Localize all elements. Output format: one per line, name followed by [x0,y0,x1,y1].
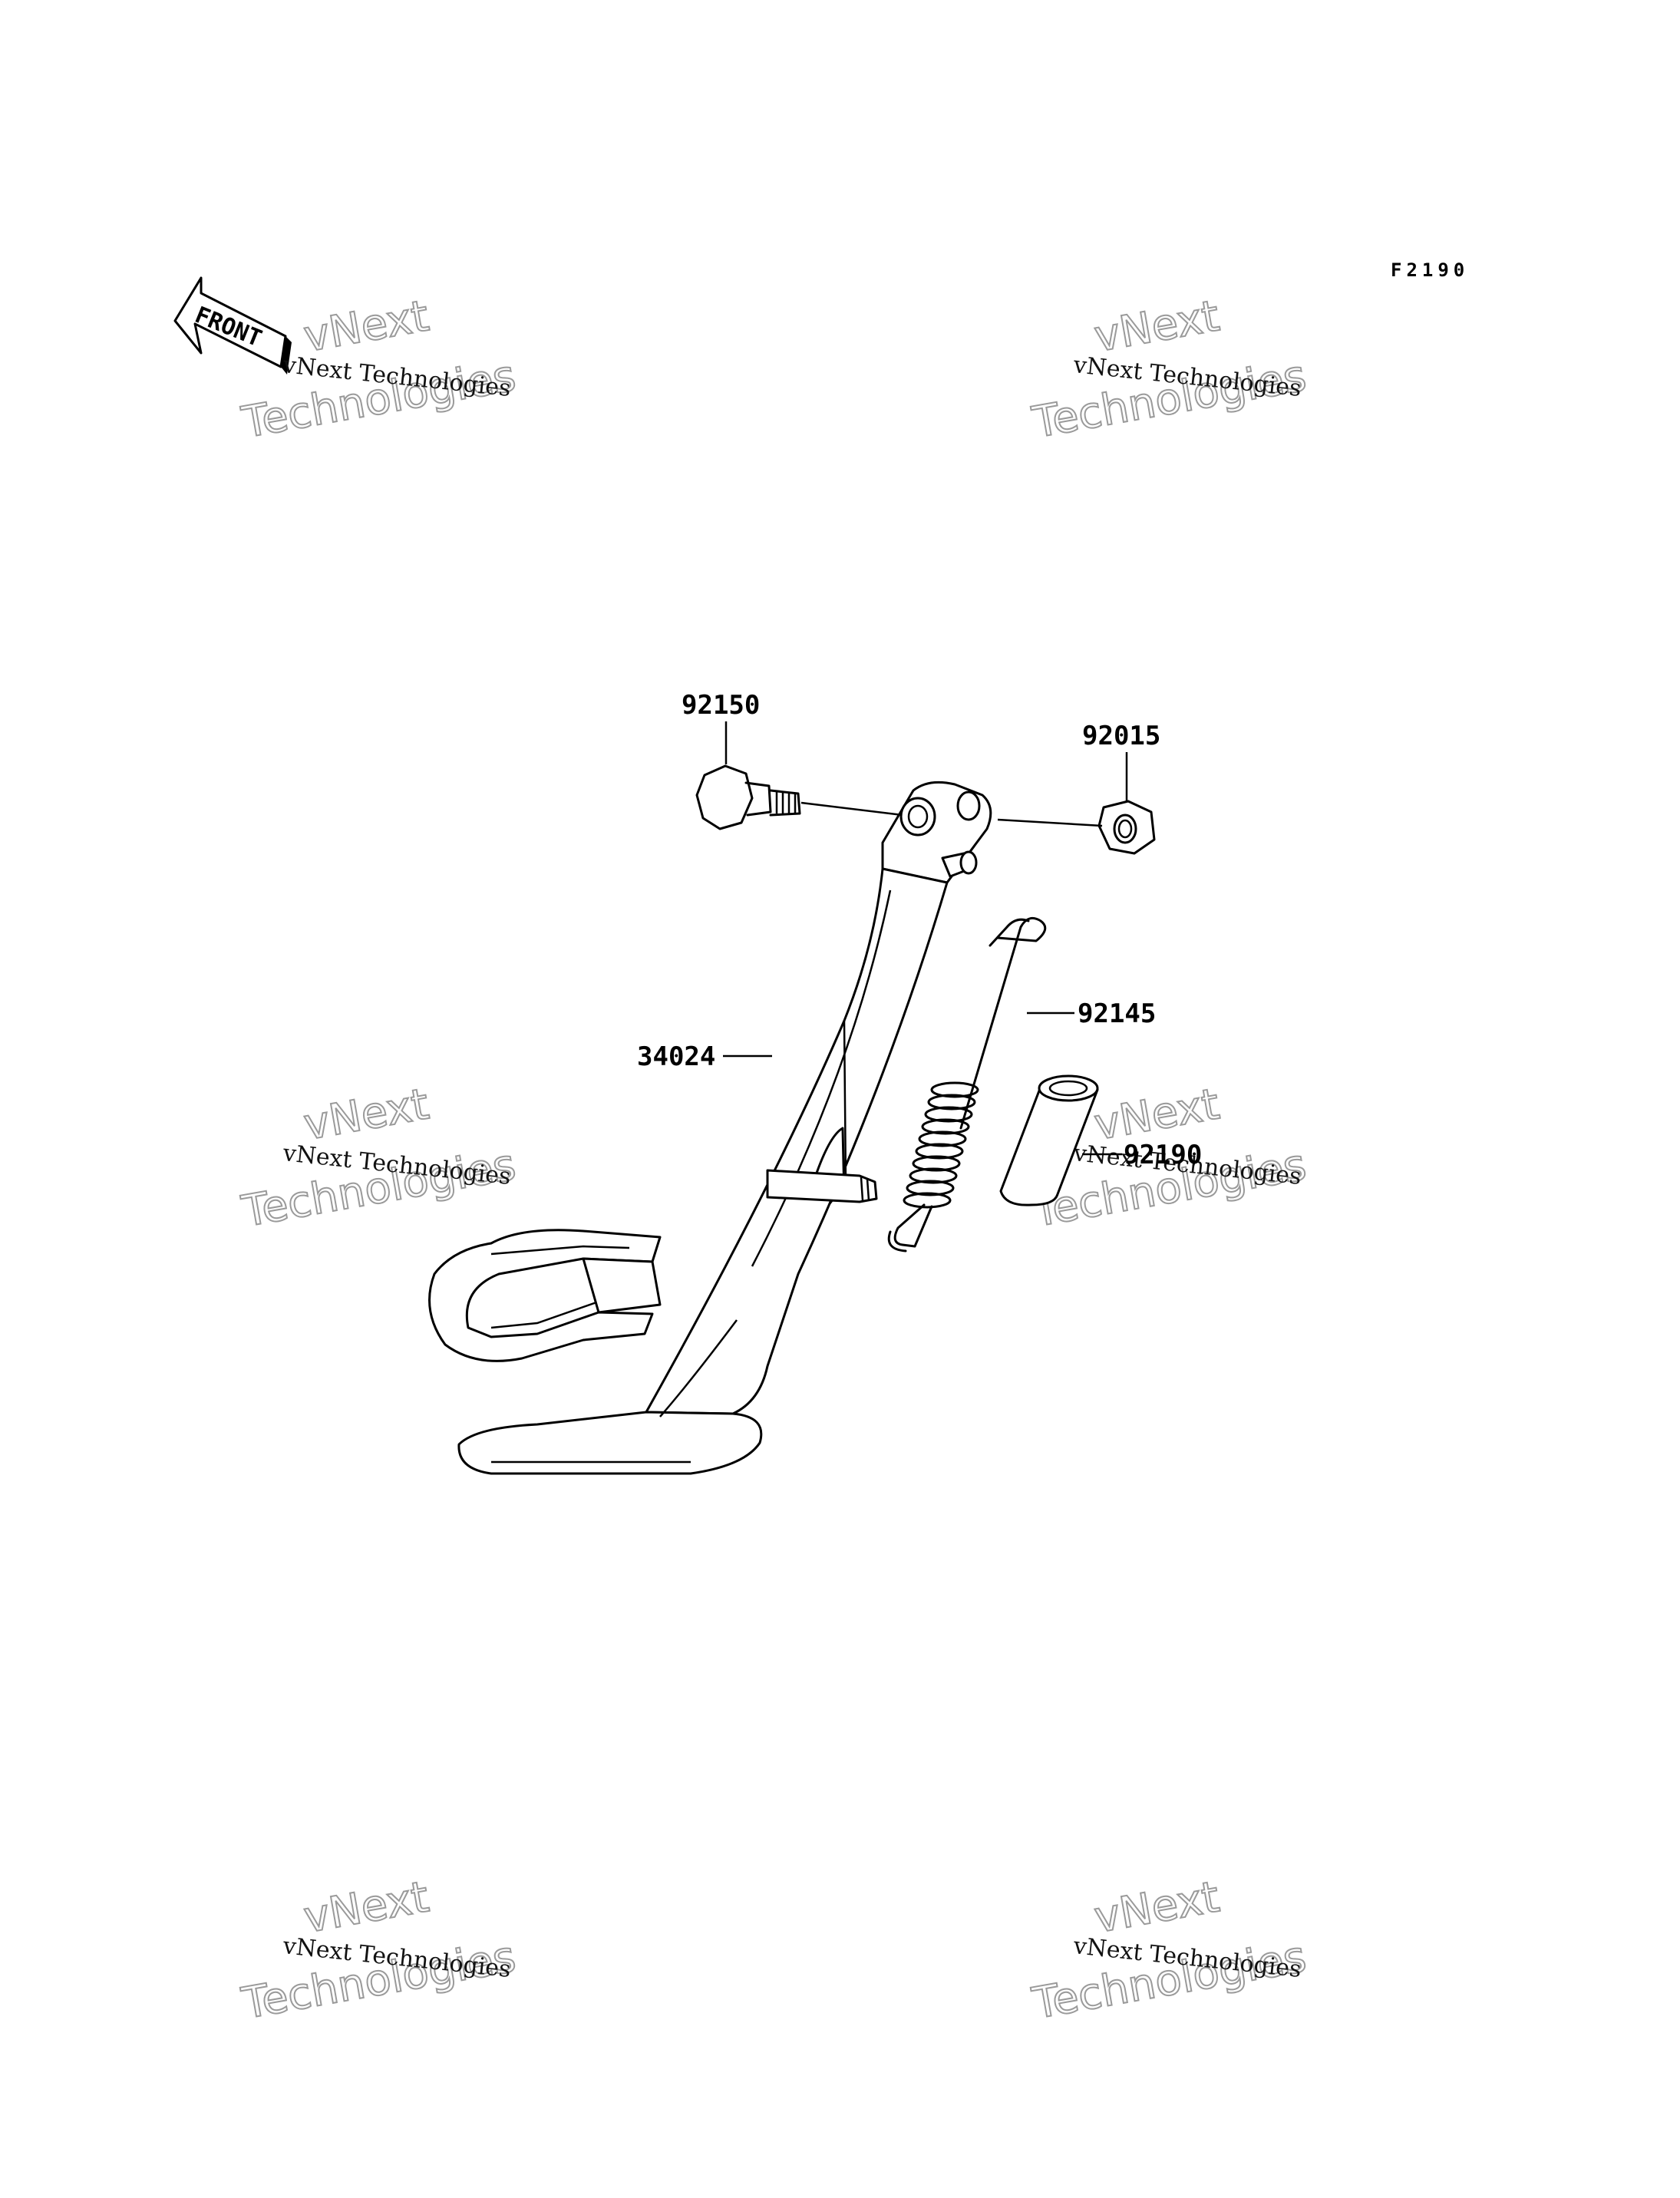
watermark-big-top: vNext [1091,291,1223,361]
tube-drawing [999,1074,1099,1206]
side-stand-drawing [428,781,992,1475]
front-arrow-icon: FRONT [173,276,292,375]
part-number-92015: 92015 [1082,721,1160,751]
axis-line-bolt [800,801,903,817]
part-number-92190: 92190 [1124,1140,1202,1170]
watermark: vNext Technologies vNext Technologies [237,290,520,449]
diagram-code: F2190 [1391,259,1469,281]
watermark-big-top: vNext [300,1079,432,1150]
nut-drawing [1097,800,1156,855]
spring-drawing [887,916,1047,1252]
watermark-big-top: vNext [300,291,432,361]
part-number-34024: 34024 [637,1041,715,1072]
watermark-big-top: vNext [1091,1872,1223,1942]
watermark: vNext Technologies vNext Technologies [1028,1871,1311,2030]
part-number-92150: 92150 [682,690,760,721]
bolt-drawing [695,764,801,830]
part-number-92145: 92145 [1078,998,1156,1029]
watermark-big-top: vNext [300,1872,432,1942]
watermark: vNext Technologies vNext Technologies [237,1078,520,1238]
watermark: vNext Technologies vNext Technologies [1028,290,1311,449]
axis-line-nut [997,818,1103,827]
watermark: vNext Technologies vNext Technologies [237,1871,520,2030]
